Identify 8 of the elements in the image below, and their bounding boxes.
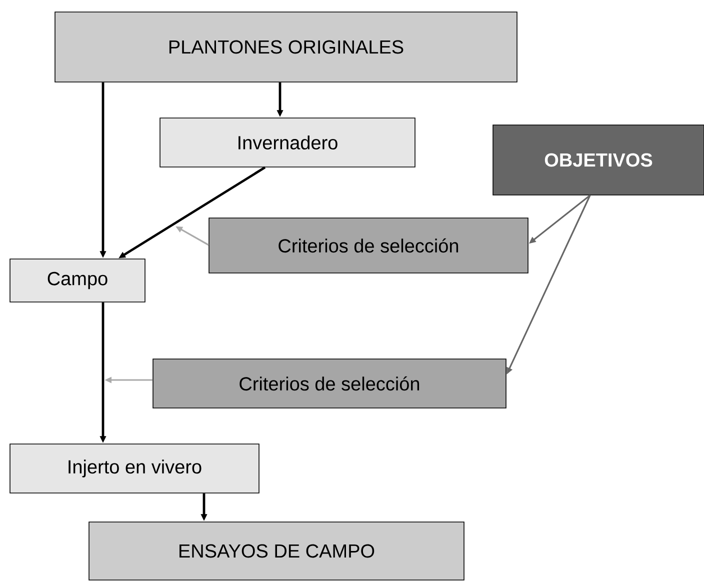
process-box: ENSAYOS DE CAMPO (88, 522, 464, 580)
process-box: Campo (10, 258, 146, 302)
criteria-box: Criterios de selección (152, 358, 506, 408)
process-box: Injerto en vivero (10, 444, 260, 494)
process-box: Invernadero (160, 118, 416, 168)
process-box: PLANTONES ORIGINALES (54, 12, 518, 82)
criteria-box: Criterios de selección (208, 218, 528, 274)
objective-box: OBJETIVOS (492, 124, 704, 196)
